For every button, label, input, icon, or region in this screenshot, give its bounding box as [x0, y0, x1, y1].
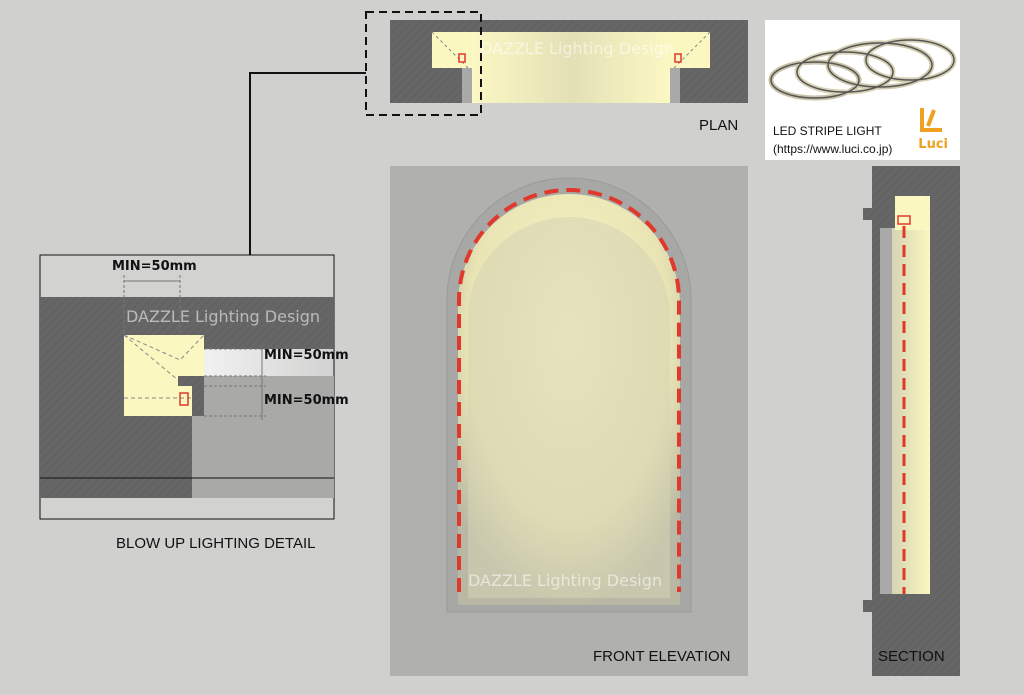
- dim-upper-depth: MIN=50mm: [264, 348, 349, 363]
- section-cut-top: [863, 208, 873, 220]
- detail-beam: [204, 349, 334, 376]
- arch-panel: [468, 217, 670, 598]
- led-coil-image: [768, 37, 957, 101]
- elevation-watermark: DAZZLE Lighting Design: [468, 571, 662, 590]
- section-led: [897, 215, 911, 225]
- detail-wall: [40, 335, 192, 498]
- detail-watermark: DAZZLE Lighting Design: [126, 307, 320, 326]
- luci-logo-icon: [920, 108, 942, 132]
- dim-lower-depth: MIN=50mm: [264, 393, 349, 408]
- product-card: LED STRIPE LIGHT (https://www.luci.co.jp…: [765, 20, 960, 160]
- detail-callout-box: [365, 11, 482, 116]
- plan-jamb-right: [670, 68, 680, 103]
- detail-wall-top: [40, 297, 334, 335]
- section-cut-bottom: [863, 600, 873, 612]
- section-jamb: [880, 228, 892, 594]
- arch-led-strip: [457, 188, 681, 592]
- luci-brand: Luci: [918, 137, 948, 152]
- detail-jamb: [178, 376, 204, 416]
- plan-view: DAZZLE Lighting Design: [249, 11, 748, 255]
- section-reveal: [895, 196, 930, 230]
- product-url: (https://www.luci.co.jp): [773, 142, 893, 156]
- detail-led: [179, 392, 189, 406]
- detail-wall-right: [192, 335, 334, 349]
- front-elevation-view: DAZZLE Lighting Design: [390, 166, 748, 676]
- plan-opening: [472, 32, 670, 103]
- blow-up-detail: DAZZLE Lighting Design: [39, 254, 335, 520]
- product-name: LED STRIPE LIGHT: [773, 124, 882, 138]
- callout-leader: [249, 72, 366, 255]
- plan-label: PLAN: [699, 117, 739, 134]
- front-elevation-label: FRONT ELEVATION: [593, 648, 731, 665]
- section-view: [863, 166, 960, 676]
- blow-up-label: BLOW UP LIGHTING DETAIL: [116, 535, 316, 552]
- plan-led-left: [458, 53, 466, 63]
- plan-jamb-left: [462, 68, 472, 103]
- plan-watermark: DAZZLE Lighting Design: [480, 39, 674, 58]
- section-label: SECTION: [878, 648, 945, 665]
- dim-lines: [123, 275, 266, 420]
- plan-led-right: [674, 53, 682, 63]
- dim-top-width: MIN=50mm: [112, 259, 197, 274]
